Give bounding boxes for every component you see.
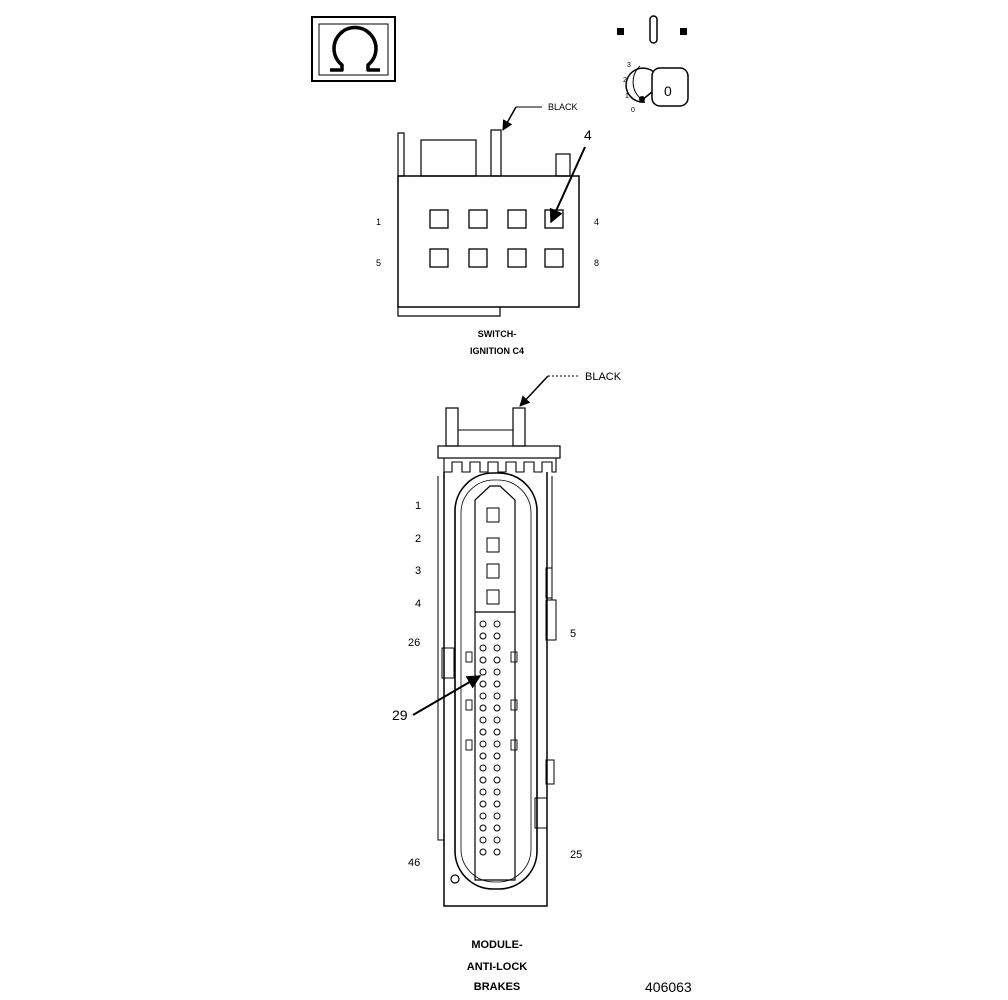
abs-pin-46-label: 46	[408, 857, 420, 869]
ignition-switch-cavities	[429, 209, 564, 268]
abs-pin-grid	[479, 620, 501, 856]
key-position-2-label: 2	[623, 77, 627, 84]
bottom-black-callout-arrow	[519, 375, 549, 407]
pin-1-label: 1	[376, 217, 381, 227]
abs-pin-4-label: 4	[415, 598, 421, 610]
key-symbol-label: 0	[664, 83, 672, 99]
top-connector-color-label: BLACK	[548, 102, 578, 112]
abs-pin-25-label: 25	[570, 849, 582, 861]
pin-4-label: 4	[594, 217, 599, 227]
ignition-switch-connector: BLACK 4 1 4 5 8 SWITCH- IGNITION C4	[376, 102, 599, 356]
figure-number: 406063	[645, 979, 692, 995]
pin-29-callout-arrow	[412, 675, 482, 716]
omega-symbol-icon	[311, 16, 396, 82]
abs-pin-29-callout: 29	[392, 707, 408, 723]
top-connector-caption-line1: SWITCH-	[478, 329, 517, 339]
top-black-callout-arrow	[502, 106, 517, 131]
pin-8-label: 8	[594, 258, 599, 268]
bottom-connector-caption-line3: BRAKES	[474, 981, 520, 993]
abs-pin-1-label: 1	[415, 500, 421, 512]
bottom-connector-caption-line1: MODULE-	[471, 939, 523, 951]
top-connector-caption-line2: IGNITION C4	[470, 346, 524, 356]
key-position-1-label: 1	[625, 93, 629, 100]
abs-module-connector: BLACK 1 2 3 4 26 46 5 25 29 MODULE- ANTI…	[392, 371, 622, 993]
ignition-key-position-icon: 0 3 2 1 0	[617, 15, 689, 114]
top-connector-pin-callout: 4	[584, 127, 592, 143]
abs-pin-5-label: 5	[570, 628, 576, 640]
bottom-connector-color-label: BLACK	[585, 371, 622, 383]
pin-5-label: 5	[376, 258, 381, 268]
large-power-terminals	[486, 507, 500, 605]
abs-pin-2-label: 2	[415, 533, 421, 545]
abs-pin-26-label: 26	[408, 637, 420, 649]
pin-4-callout-arrow	[549, 146, 586, 224]
abs-pin-3-label: 3	[415, 565, 421, 577]
key-position-0-label: 0	[631, 107, 635, 114]
key-position-3-label: 3	[627, 62, 631, 69]
bottom-connector-caption-line2: ANTI-LOCK	[467, 961, 528, 973]
